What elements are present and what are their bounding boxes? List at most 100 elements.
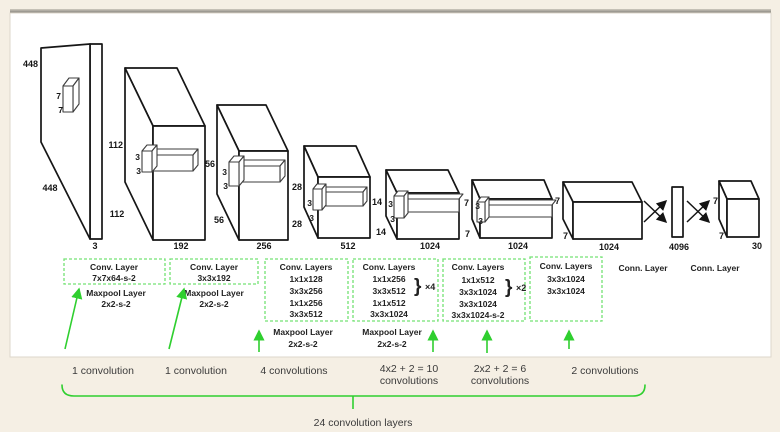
b7-depth-label: 1024 [599, 242, 619, 252]
repeat-count: ×4 [425, 282, 435, 292]
kernel-slab-top [403, 193, 464, 200]
footer-annotations: 1 convolution 1 convolution 4 convolutio… [61, 363, 646, 429]
output-block-30 [718, 180, 760, 238]
input-kernel-w-label: 7 [58, 105, 63, 115]
kernel-cube-front [141, 150, 153, 173]
kernel-block-1024b [476, 196, 557, 223]
kernel-cube-front [393, 195, 405, 219]
b7-height-label: 7 [555, 196, 560, 206]
layer-desc-1: Conv. Layer 7x7x64-s-2 Maxpool Layer 2x2… [63, 258, 166, 350]
kernel-front-face [62, 85, 74, 113]
b3-width-label: 56 [214, 215, 224, 225]
b5-width-label: 14 [376, 227, 386, 237]
fc-layer-4096 [671, 186, 684, 238]
pool-line: 2x2-s-2 [101, 299, 131, 309]
layer-line: 3x3x192 [197, 273, 230, 283]
layer-line: 3x3x1024 [547, 286, 585, 296]
b4-height-label: 28 [292, 182, 302, 192]
box-front-face [152, 125, 206, 241]
layer-desc-2: Conv. Layer 3x3x192 Maxpool Layer 2x2-s-… [168, 258, 259, 350]
b2-kernel-h-label: 3 [135, 152, 140, 162]
layer-title: Conv. Layer [190, 262, 239, 272]
b3-kernel-w-label: 3 [223, 181, 228, 191]
kernel-cube-side [238, 155, 245, 187]
b2-height-label: 112 [108, 140, 123, 150]
conn-layer-label-1: Conn. Layer [618, 263, 668, 273]
kernel-cube-side [403, 190, 409, 219]
repeat-brace: } [414, 276, 422, 297]
conv-block-1024c [562, 181, 643, 240]
fc-size-label: 4096 [669, 242, 689, 252]
b6-depth-label: 1024 [508, 241, 528, 251]
kernel-cube-front [228, 161, 240, 187]
repeat-brace: } [505, 277, 513, 298]
kernel-cube-side [321, 183, 327, 211]
layer-line: 3x3x1024 [370, 309, 408, 319]
count-label-4b: convolutions [380, 375, 438, 387]
b5-depth-label: 1024 [420, 241, 440, 251]
kernel-slab-top [484, 199, 557, 206]
layer-line: 3x3x1024-s-2 [452, 310, 505, 320]
fc-cross-arrows-2 [686, 199, 711, 224]
conv-block-192 [124, 67, 206, 241]
out-height-label: 7 [713, 196, 718, 206]
kernel-block-256 [228, 155, 286, 187]
box-top-face [471, 179, 553, 200]
layer-title: Conv. Layers [452, 262, 505, 272]
fc-cross-arrows-1 [643, 199, 668, 224]
kernel-slab-front [321, 191, 364, 207]
count-label-5b: convolutions [471, 375, 529, 387]
kernel-cube-side [484, 196, 490, 223]
input-width-label: 448 [42, 183, 57, 193]
input-height-label: 448 [23, 59, 38, 69]
layer-desc-6: Conv. Layers 3x3x1024 3x3x1024 [529, 256, 603, 349]
b5-kernel-h-label: 3 [388, 199, 393, 209]
b2-depth-label: 192 [173, 241, 188, 251]
kernel-slab-top [238, 159, 286, 167]
b3-height-label: 56 [205, 159, 215, 169]
b7-width-label: 7 [563, 231, 568, 241]
box-top-face [385, 169, 460, 194]
kernel-cube-front [476, 201, 486, 223]
layer-title: Conv. Layers [280, 262, 333, 272]
layer-title: Conv. Layer [90, 262, 139, 272]
dashed-box [63, 258, 166, 285]
b4-width-label: 28 [292, 219, 302, 229]
conn-layer-label-2: Conn. Layer [690, 263, 740, 273]
b2-kernel-w-label: 3 [136, 166, 141, 176]
pool-title: Maxpool Layer [184, 288, 244, 298]
layer-line: 3x3x1024 [459, 287, 497, 297]
kernel-slab-top [151, 148, 199, 156]
b6-width-label: 7 [465, 229, 470, 239]
out-depth-label: 30 [752, 241, 762, 251]
layer-desc-4: Conv. Layers 1x1x256 3x3x512 } ×4 1x1x51… [352, 258, 439, 352]
b4-kernel-w-label: 3 [309, 213, 314, 223]
kernel-slab-front [403, 198, 460, 213]
kernel-block-192 [141, 144, 199, 173]
box-top-face [562, 181, 643, 203]
b2-width-label: 112 [110, 209, 125, 219]
kernel-slab-front [484, 204, 553, 218]
layer-line: 7x7x64-s-2 [92, 273, 136, 283]
b5-height-label: 14 [372, 197, 382, 207]
total-label: 24 convolution layers [314, 417, 413, 429]
panel-top-shadow [10, 9, 771, 14]
pool-title: Maxpool Layer [86, 288, 146, 298]
green-arrow [64, 287, 83, 350]
input-depth-label: 3 [92, 241, 97, 251]
dashed-box [529, 256, 603, 322]
dashed-box [442, 258, 526, 322]
out-width-label: 7 [719, 231, 724, 241]
count-label-5a: 2x2 + 2 = 6 [474, 363, 527, 375]
cross-arrow [686, 199, 711, 223]
layer-line: 1x1x128 [289, 274, 322, 284]
pool-title: Maxpool Layer [362, 327, 422, 337]
kernel-block-1024a [393, 190, 464, 219]
dashed-box [264, 258, 349, 322]
layer-line: 1x1x256 [289, 298, 322, 308]
repeat-count: ×2 [516, 283, 526, 293]
b3-kernel-h-label: 3 [222, 167, 227, 177]
layer-line: 1x1x512 [461, 275, 494, 285]
dashed-box [169, 258, 259, 285]
